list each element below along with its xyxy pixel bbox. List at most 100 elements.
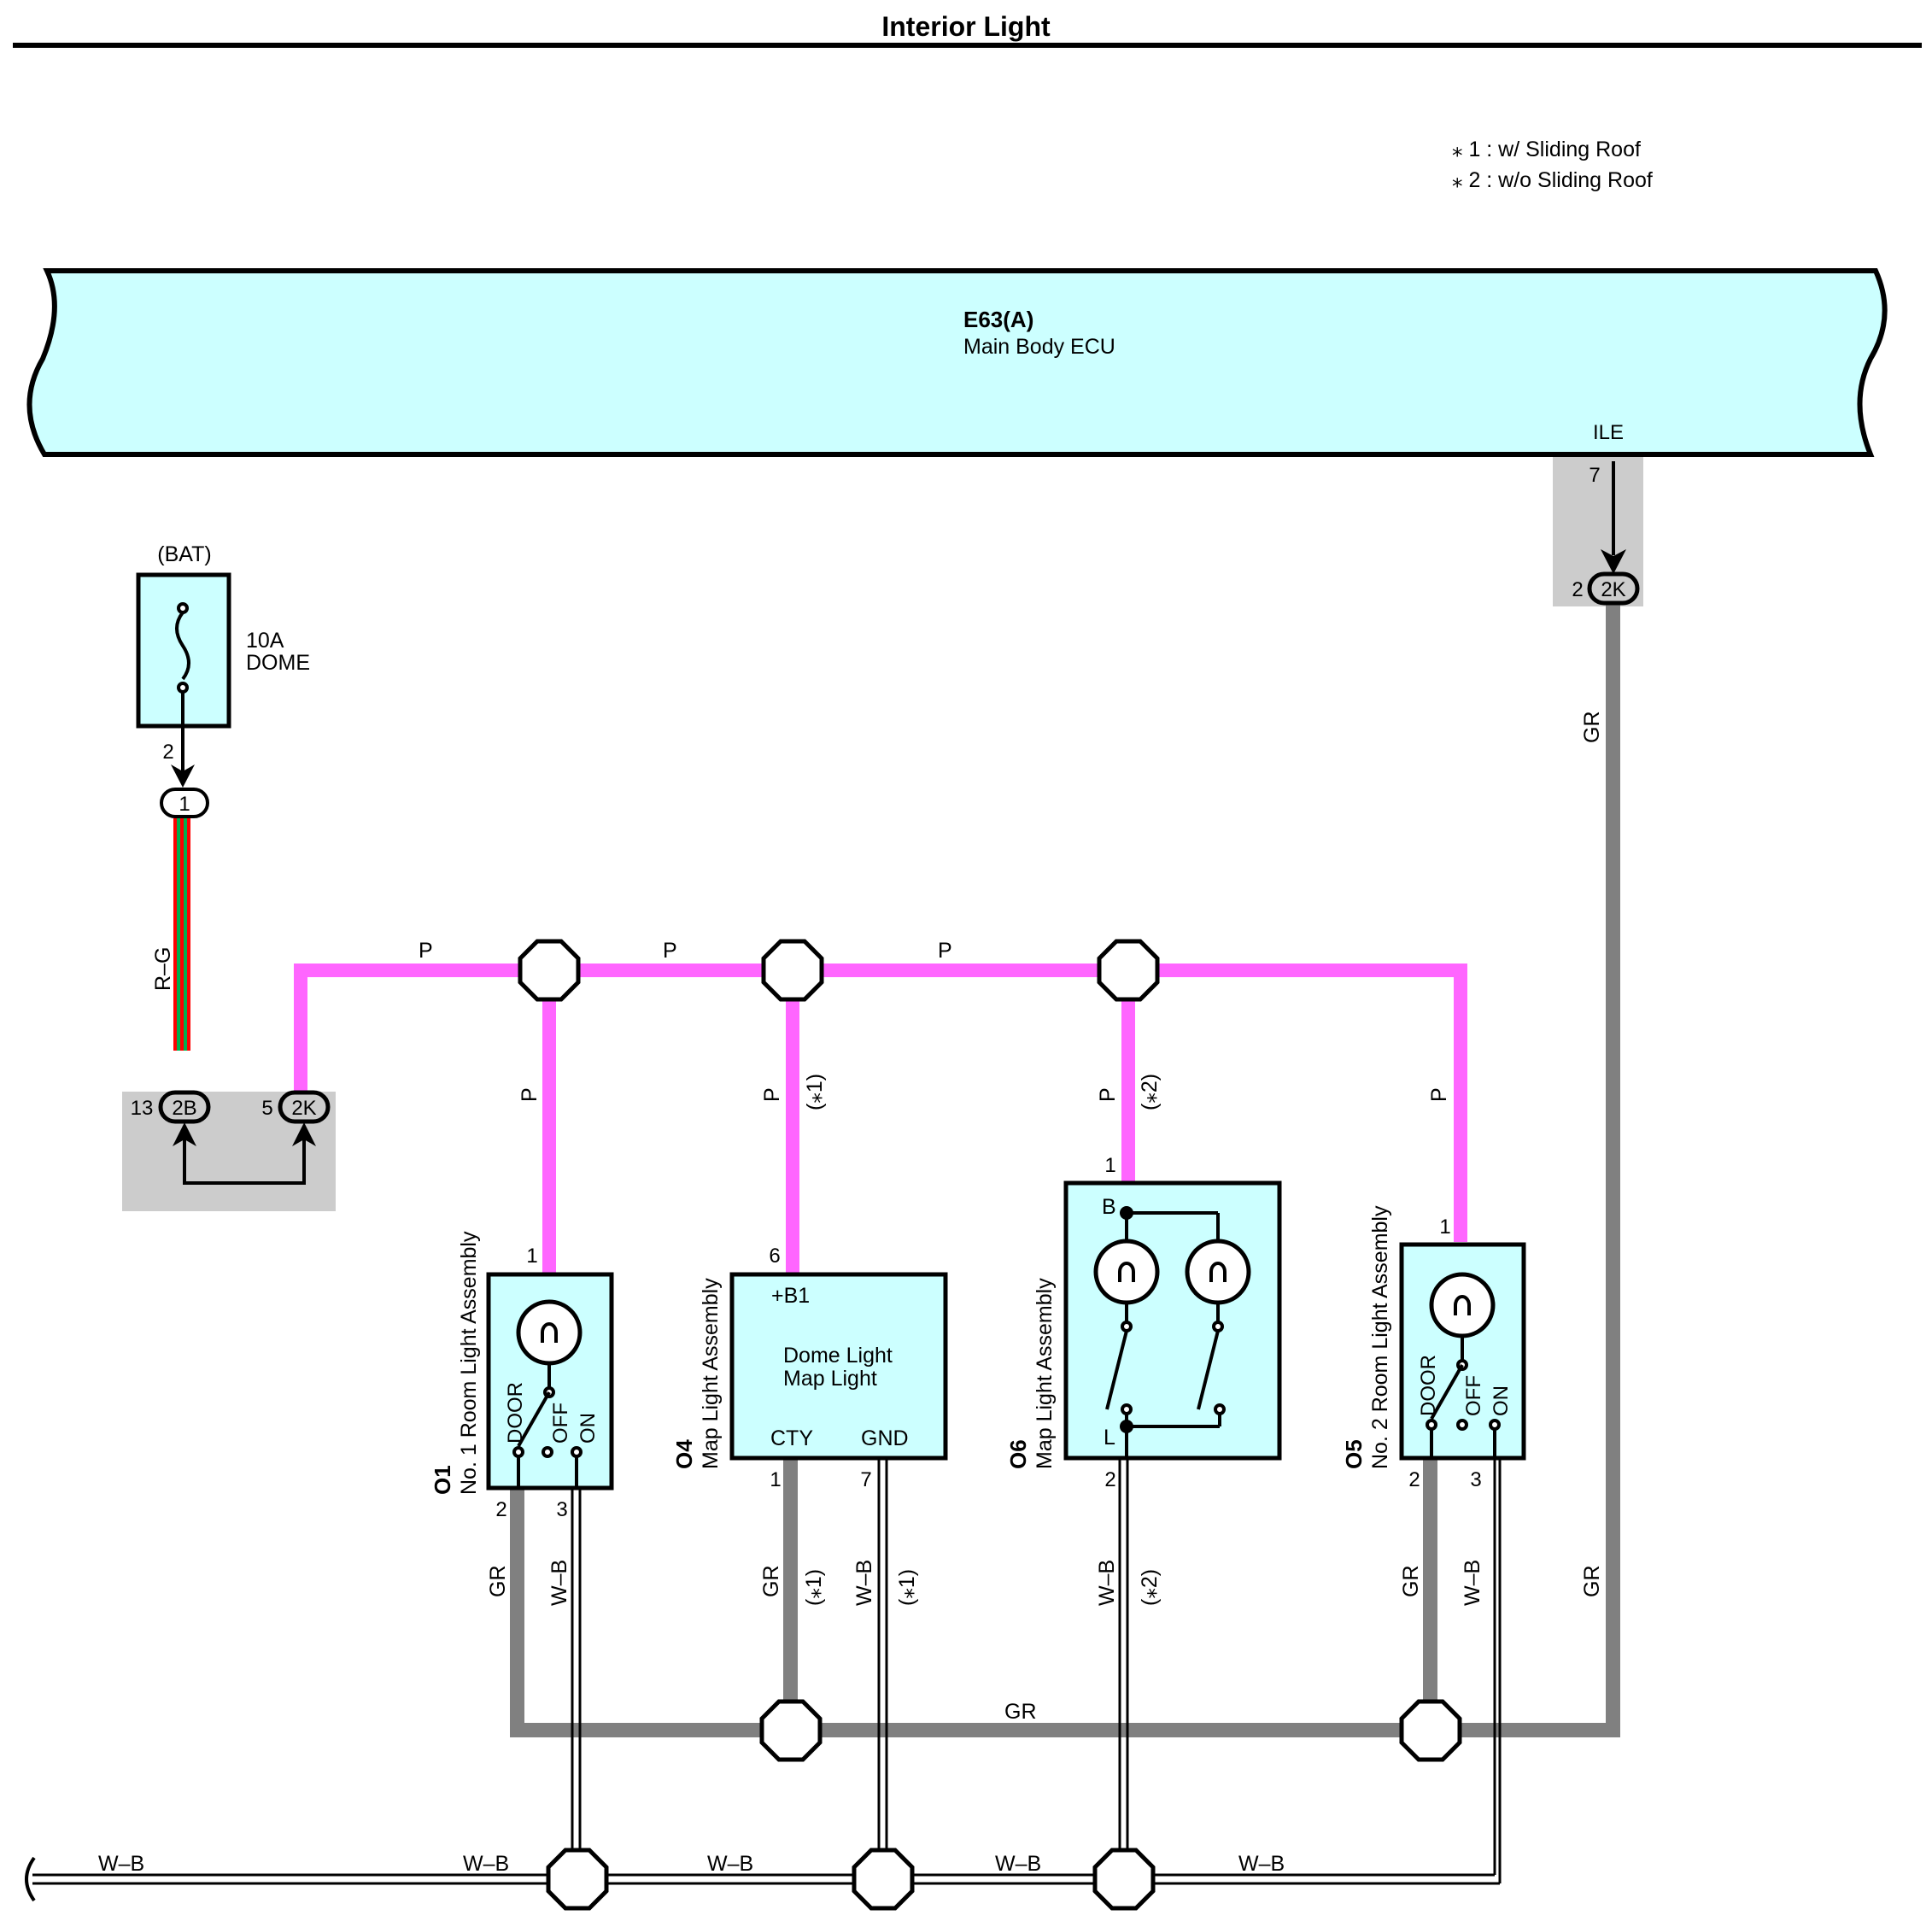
ecu-name: Main Body ECU [963,335,1115,359]
fuse-icon [175,602,190,773]
o1-switch-icon [512,1363,583,1486]
fuse-arrow-icon [171,764,195,788]
page-title: Interior Light [881,11,1051,42]
wire-w-b [25,1455,1502,1902]
o4-pin-gnd: 7 [860,1468,871,1491]
o1-pin-gr: 2 [495,1498,506,1521]
wire-label-p-bus-2: P [663,939,677,963]
component-o4 [729,1272,948,1461]
o5-sw-door: DOOR [1417,1355,1440,1416]
splice-p-2 [764,941,822,999]
wire-p-bus [294,964,1467,977]
fuse-rating: 10A [246,629,284,653]
connector-2k-junction-label: 2K [291,1097,316,1120]
o6-code: O6 [1005,1439,1031,1469]
splice-gr-2 [1402,1702,1460,1760]
o4-pin-cty: 1 [770,1468,781,1491]
o4-line1: Dome Light [783,1344,893,1368]
wire-label-wb-bus-3: W–B [707,1852,753,1876]
splice-gr-1 [762,1702,820,1760]
wire-label-wb-o5: W–B [1461,1560,1484,1606]
o4-label-cty: CTY [770,1426,813,1450]
fuse-connector [160,788,209,818]
connector-2b-label: 2B [172,1097,196,1120]
o4-code: O4 [671,1439,697,1469]
o1-bulb-icon [518,1302,580,1363]
o5-pin-gr: 2 [1408,1468,1420,1491]
o6-pin-out: 2 [1104,1468,1115,1491]
wire-r-g [173,818,190,1051]
o5-code: O5 [1341,1439,1367,1469]
connector-2k-ecu-label: 2K [1601,578,1625,601]
o4-line2: Map Light [783,1367,877,1391]
o1-sw-door: DOOR [504,1382,527,1444]
o1-code: O1 [430,1465,455,1495]
ecu-pin: 7 [1589,464,1600,487]
o6-name: Map Light Assembly [1033,1278,1057,1469]
wire-label-note2-o6: (⁎2) [1138,1074,1162,1110]
connector-2k-junction-pin: 5 [261,1097,272,1120]
connector-2k-ecu-pin: 2 [1572,578,1583,601]
o4-label-b1: +B1 [771,1284,810,1308]
junction-arrow-right-icon [292,1122,316,1146]
splice-wb-1 [548,1850,606,1908]
wire-gr-o5 [1423,1455,1437,1723]
ecu-arrow-icon [1601,549,1626,574]
fuse-pin: 2 [162,741,173,764]
wire-label-p-o6: P [1096,1087,1120,1102]
o5-sw-off: OFF [1462,1375,1485,1416]
wire-label-p-bus-3: P [938,939,952,963]
splice-wb-3 [1095,1850,1153,1908]
wire-p-left [294,964,307,1109]
wire-label-gr-ecu: GR [1580,712,1604,744]
wire-label-note1-o4: (⁎1) [803,1074,827,1110]
o6-label-b: B [1102,1195,1116,1219]
fuse-supply: (BAT) [157,542,211,566]
wire-label-note2-wb: (⁎2) [1138,1569,1162,1606]
wire-label-rg: R–G [151,947,175,991]
splice-p-3 [1099,941,1157,999]
o5-sw-on: ON [1490,1385,1513,1416]
connector-2k-junction [278,1090,331,1124]
wire-label-gr-o5: GR [1399,1566,1423,1598]
wire-gr-o1 [510,1484,524,1737]
o6-pin-in: 1 [1104,1154,1115,1177]
wire-label-p-bus-1: P [419,939,433,963]
o6-bulb-1-icon [1096,1241,1157,1303]
wire-gr-o4 [783,1455,798,1723]
o5-name: No. 2 Room Light Assembly [1368,1205,1392,1469]
o1-sw-on: ON [577,1413,600,1444]
o1-pin-in: 1 [526,1245,537,1268]
o6-bulb-2-icon [1187,1241,1249,1303]
o5-pin-in: 1 [1439,1215,1450,1239]
junction-arrow-left-icon [173,1122,196,1146]
o1-pin-wb: 3 [556,1498,567,1521]
wire-p-o4 [786,974,799,1274]
o4-label-gnd: GND [861,1426,909,1450]
o4-pin-in: 6 [769,1245,780,1268]
wire-label-note1-wb: (⁎1) [895,1569,919,1606]
wire-gr-ecu [1606,605,1620,1737]
wire-p-o6 [1121,974,1135,1183]
wire-p-right [1454,964,1467,1242]
o5-pin-wb: 3 [1470,1468,1481,1491]
wire-label-gr-ecu-lower: GR [1580,1566,1604,1598]
junction-loop [183,1128,306,1185]
splice-p-1 [520,941,578,999]
wire-label-gr-o4: GR [759,1566,783,1598]
ecu-code: E63(A) [963,307,1033,332]
main-body-ecu [26,268,1888,457]
connector-2b-pin: 13 [131,1097,154,1120]
note-2: ⁎ 2 : w/o Sliding Roof [1452,168,1653,192]
note-1: ⁎ 1 : w/ Sliding Roof [1452,138,1641,161]
o6-node-b [1120,1206,1133,1220]
o6-node-l [1120,1420,1133,1433]
wire-label-wb-bus-1: W–B [98,1852,144,1876]
wire-p-o1 [542,974,556,1274]
o1-sw-off: OFF [549,1403,572,1444]
o5-switch-icon [1426,1336,1501,1456]
wire-label-wb-bus-5: W–B [1238,1852,1285,1876]
splice-wb-2 [854,1850,912,1908]
component-o6 [1063,1180,1282,1461]
